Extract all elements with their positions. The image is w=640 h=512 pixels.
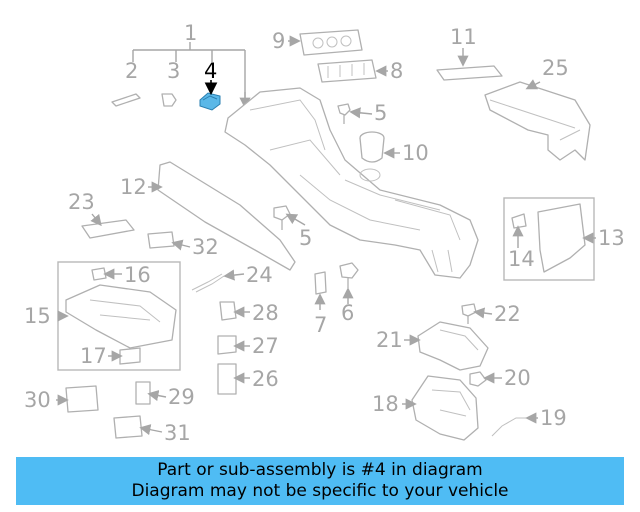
part-4-clip: [199, 92, 221, 111]
callout-28: 28: [252, 301, 279, 325]
callout-31: 31: [164, 421, 191, 445]
leader-lines: [56, 35, 596, 436]
callout-23: 23: [68, 190, 95, 214]
part-10-cupholder: [359, 131, 385, 163]
callout-25: 25: [542, 56, 569, 80]
part-18-shifter: [411, 375, 479, 441]
callout-4: 4: [204, 59, 217, 83]
callout-15: 15: [24, 304, 51, 328]
banner-line-2: Diagram may not be specific to your vehi…: [131, 481, 509, 501]
callout-17: 17: [80, 344, 107, 368]
callout-5-lower: 5: [299, 226, 312, 250]
callout-16: 16: [124, 263, 151, 287]
callout-8: 8: [390, 59, 403, 83]
part-6-screw: [339, 262, 359, 288]
part-26-socket: [217, 363, 237, 395]
callout-13: 13: [598, 226, 625, 250]
part-17-switch: [119, 347, 141, 365]
subassembly-13-frame: [503, 197, 595, 281]
center-console-part: [224, 87, 479, 279]
part-24-harness: [191, 273, 225, 293]
callout-14: 14: [508, 247, 535, 271]
part-22-screw: [461, 303, 477, 324]
part-30-switch: [65, 385, 99, 413]
part-21-boot: [417, 321, 489, 371]
part-32-switch: [147, 231, 175, 249]
info-banner: Part or sub-assembly is #4 in diagram Di…: [16, 457, 624, 505]
part-28-plug: [219, 301, 237, 321]
part-27-socket: [217, 335, 237, 355]
callout-9: 9: [272, 29, 285, 53]
callout-12: 12: [120, 175, 147, 199]
part-14-clip: [511, 213, 527, 229]
part-29-plug: [135, 381, 151, 405]
part-23-lid: [81, 219, 135, 239]
callout-29: 29: [168, 385, 195, 409]
callout-1: 1: [184, 21, 197, 45]
part-25-armrest: [484, 81, 591, 161]
callout-6: 6: [341, 301, 354, 325]
callout-5-top: 5: [374, 101, 387, 125]
screw-5-lower: [273, 205, 291, 230]
part-2-strip: [111, 93, 141, 107]
callout-18: 18: [372, 392, 399, 416]
callout-7: 7: [314, 313, 327, 337]
part-20-nut: [469, 371, 487, 387]
callout-21: 21: [376, 328, 403, 352]
callout-22: 22: [494, 302, 521, 326]
callout-27: 27: [252, 334, 279, 358]
part-8-switch: [317, 59, 377, 83]
side-panel-part: [157, 161, 296, 271]
callout-19: 19: [540, 406, 567, 430]
callout-32: 32: [192, 235, 219, 259]
part-3-clip: [161, 93, 177, 107]
banner-line-1: Part or sub-assembly is #4 in diagram: [157, 460, 483, 480]
callout-30: 30: [24, 388, 51, 412]
part-11-mat: [436, 65, 503, 81]
part-19-cable: [491, 417, 530, 437]
part-13-bezel: [537, 203, 586, 273]
callout-1-bracket: [132, 42, 251, 109]
callout-24: 24: [246, 263, 273, 287]
callout-26: 26: [252, 367, 279, 391]
callout-11: 11: [450, 25, 477, 49]
callout-10: 10: [402, 141, 429, 165]
callout-20: 20: [504, 366, 531, 390]
callout-2: 2: [125, 59, 138, 83]
part-7-plug: [314, 271, 327, 295]
part-15-tray: [65, 284, 177, 349]
part-31-switch: [113, 415, 143, 439]
part-9-panel: [299, 29, 363, 56]
screw-5-top: [337, 103, 351, 124]
callout-3: 3: [167, 59, 180, 83]
part-16-clip: [91, 267, 107, 281]
